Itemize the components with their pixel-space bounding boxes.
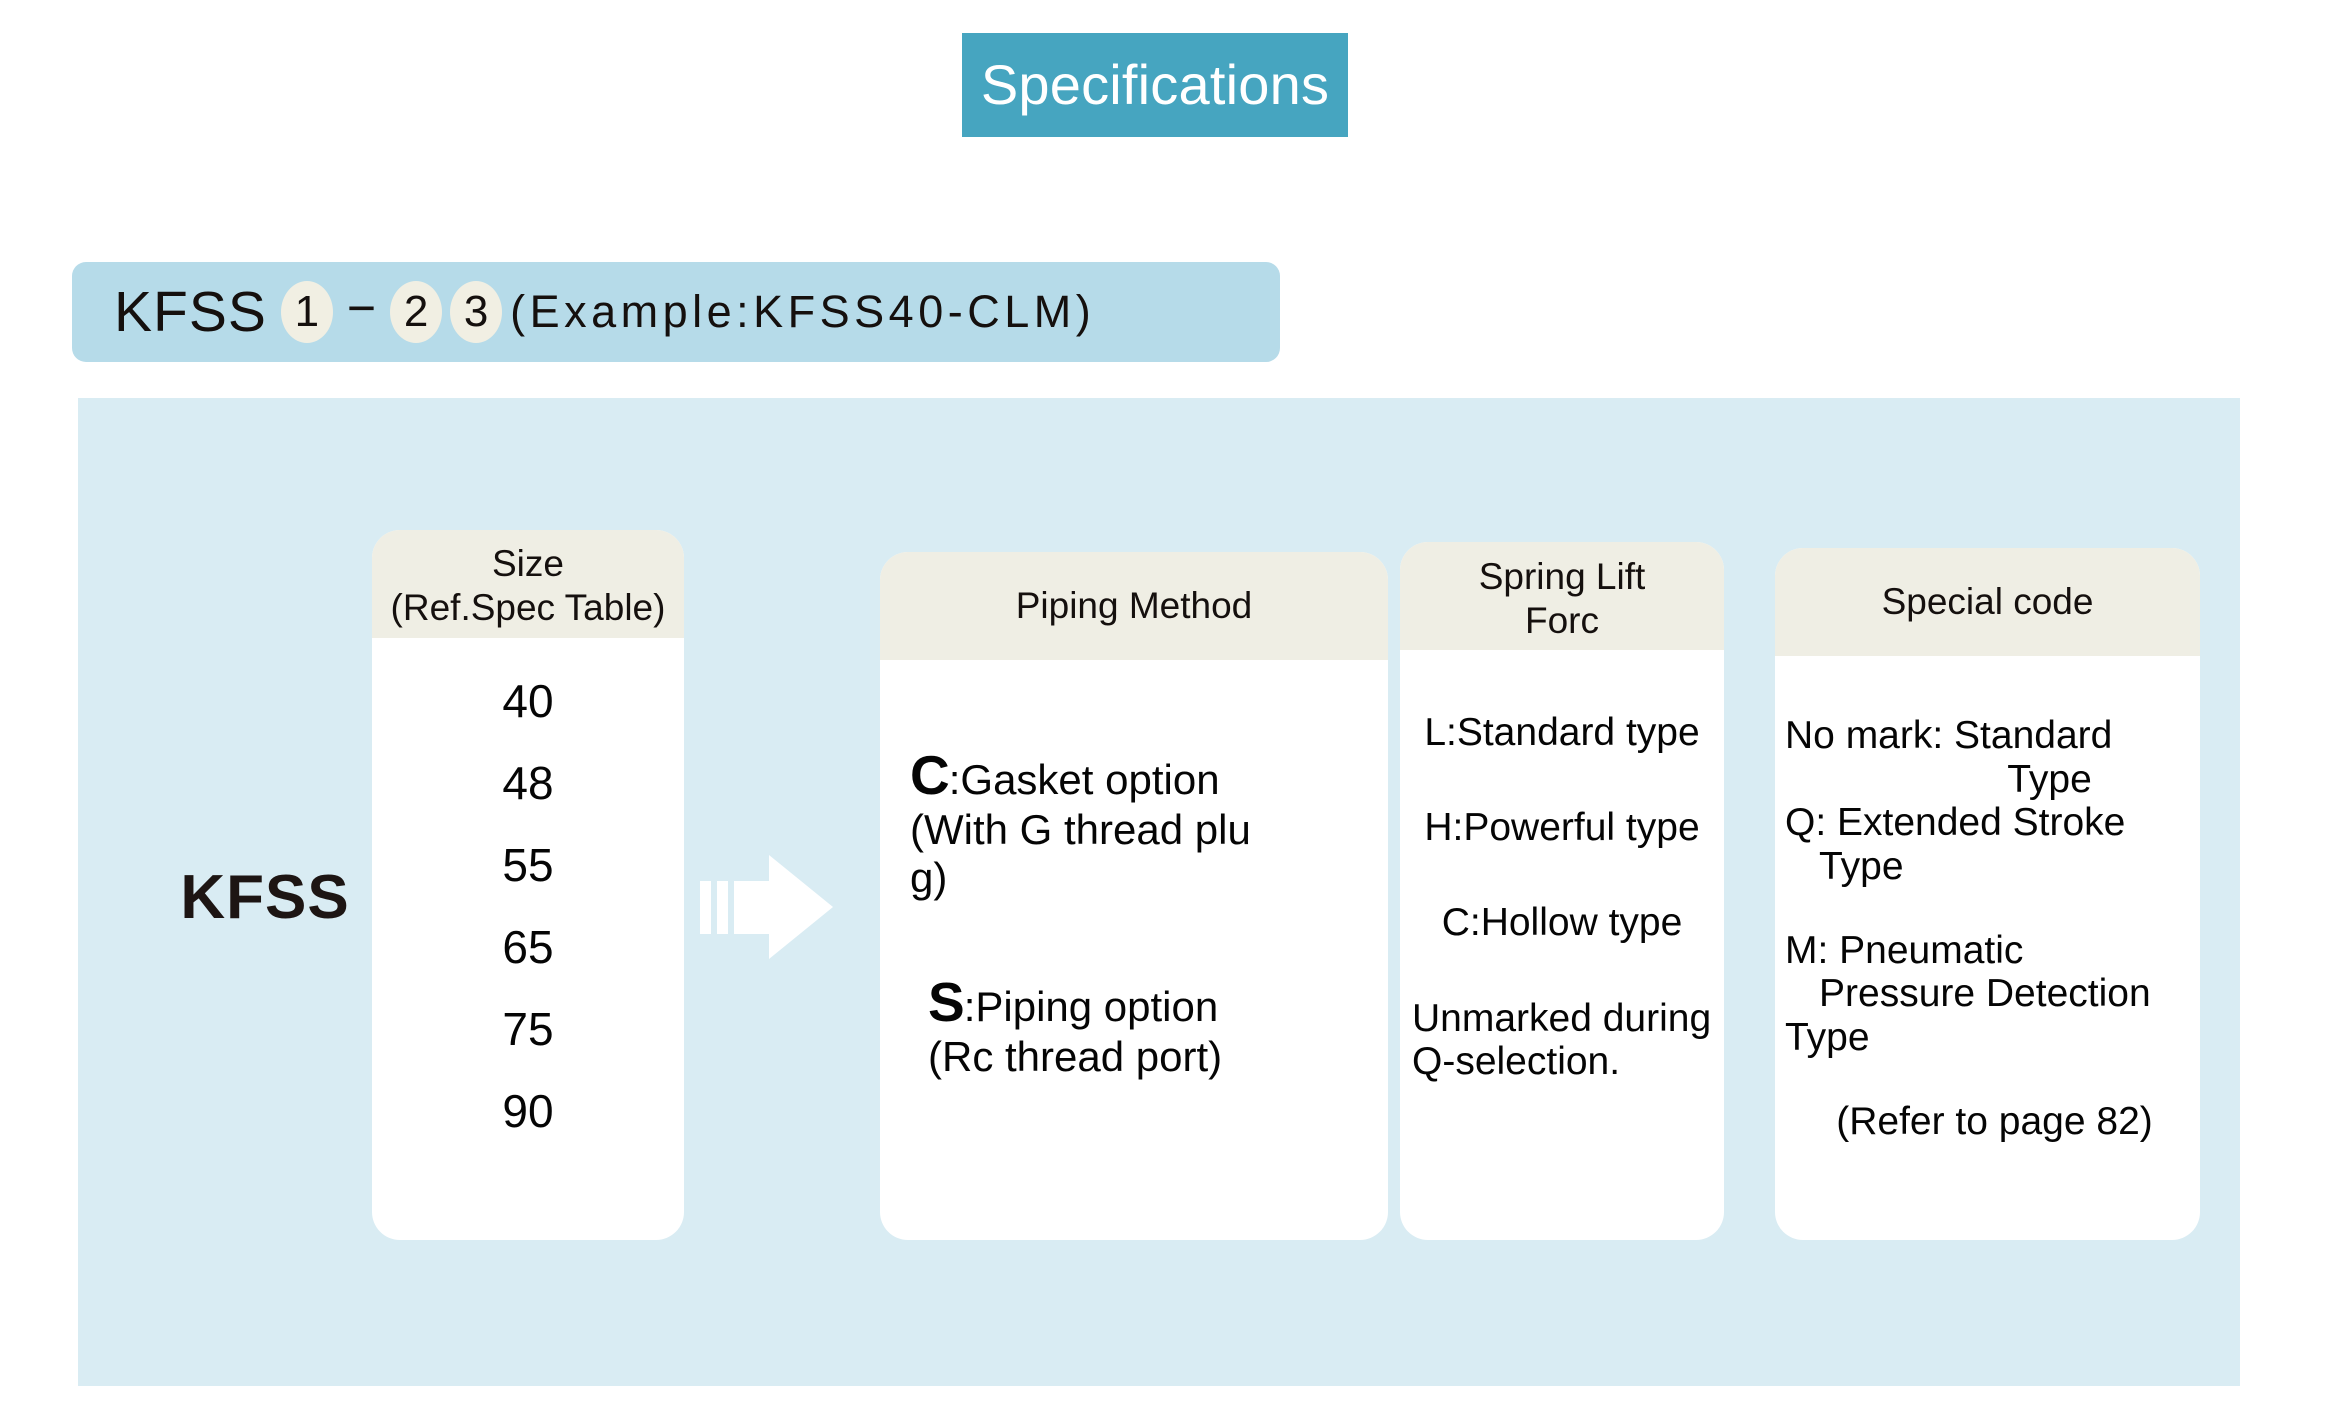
spring-option-h: H:Powerful type	[1424, 805, 1700, 849]
card-piping-header: Piping Method	[880, 552, 1388, 660]
card-special-body: No mark: Standard Type Q: Extended Strok…	[1775, 656, 2200, 1143]
size-value: 75	[502, 1003, 554, 1055]
model-code-example: (Example:KFSS40-CLM)	[510, 286, 1096, 337]
piping-option-c-detail-1: (With G thread plu	[910, 806, 1251, 854]
card-special-header: Special code	[1775, 548, 2200, 656]
piping-option-s-detail-1: (Rc thread port)	[928, 1033, 1223, 1081]
special-nomark-line1: No mark: Standard	[1785, 714, 2113, 757]
card-size: Size (Ref.Spec Table) 40 48 55 65 75 90	[372, 530, 684, 1240]
specifications-title-bar: Specifications	[962, 33, 1348, 137]
card-spring-lift-force: Spring Lift Forc L:Standard type H:Power…	[1400, 542, 1724, 1240]
size-value: 40	[502, 675, 554, 727]
special-m-line2: Pressure Detection	[1819, 972, 2151, 1016]
size-value: 90	[502, 1085, 554, 1137]
card-spring-body: L:Standard type H:Powerful type C:Hollow…	[1400, 650, 1724, 1084]
card-spring-title-line2: Forc	[1525, 600, 1599, 641]
spring-option-l: L:Standard type	[1424, 711, 1700, 754]
code-dash: −	[346, 280, 377, 336]
piping-option-c-label: Gasket option	[960, 756, 1220, 803]
piping-option-c: C:Gasket option (With G thread plu g)	[910, 744, 1366, 901]
model-code-banner: KFSS 1 − 2 3 (Example:KFSS40-CLM)	[72, 262, 1280, 362]
card-size-header: Size (Ref.Spec Table)	[372, 530, 684, 638]
code-marker-1: 1	[280, 281, 333, 343]
card-spring-title-line1: Spring Lift	[1478, 556, 1646, 598]
special-q-line1: Q: Extended Stroke	[1785, 801, 2126, 845]
spring-note-line1: Unmarked during	[1412, 996, 1712, 1040]
piping-option-c-sep: :	[948, 756, 961, 803]
piping-option-s-label: Piping option	[975, 983, 1219, 1031]
model-code-prefix: KFSS	[114, 280, 267, 344]
card-special-title: Special code	[1881, 581, 2094, 623]
piping-option-s-sep: :	[963, 983, 976, 1031]
series-label: KFSS	[180, 863, 350, 932]
special-m-line3: Type	[1785, 1016, 1870, 1060]
size-value: 48	[502, 757, 554, 809]
special-refer-note: (Refer to page 82)	[1836, 1099, 2153, 1143]
special-spacer	[1785, 889, 2194, 929]
code-marker-3: 3	[450, 281, 503, 343]
code-marker-2: 2	[390, 281, 443, 343]
size-value: 65	[502, 921, 554, 973]
card-piping-method: Piping Method C:Gasket option (With G th…	[880, 552, 1388, 1240]
card-special-code: Special code No mark: Standard Type Q: E…	[1775, 548, 2200, 1240]
right-arrow-motion-icon	[700, 855, 835, 960]
special-spacer	[1785, 1060, 2194, 1100]
special-nomark-line2: Type	[2007, 757, 2092, 801]
special-m-line1: M: Pneumatic	[1785, 928, 2024, 972]
page-title: Specifications	[980, 53, 1330, 116]
card-size-body: 40 48 55 65 75 90	[372, 638, 684, 1152]
card-size-title-line1: Size	[492, 543, 564, 585]
special-q-line2: Type	[1819, 845, 1904, 889]
card-spring-header: Spring Lift Forc	[1400, 542, 1724, 650]
card-size-title-line2: (Ref.Spec Table)	[390, 587, 666, 628]
piping-option-s-code: S	[928, 971, 965, 1034]
size-value: 55	[502, 839, 554, 891]
card-piping-body: C:Gasket option (With G thread plu g) S:…	[880, 660, 1388, 1081]
piping-option-c-code: C	[910, 744, 950, 806]
card-piping-title: Piping Method	[1015, 585, 1253, 627]
piping-option-c-detail-2: g)	[910, 853, 948, 901]
spring-option-c: C:Hollow type	[1441, 900, 1683, 944]
spring-note-line2: Q-selection.	[1412, 1040, 1621, 1084]
piping-option-s: S:Piping option (Rc thread port)	[910, 971, 1366, 1081]
